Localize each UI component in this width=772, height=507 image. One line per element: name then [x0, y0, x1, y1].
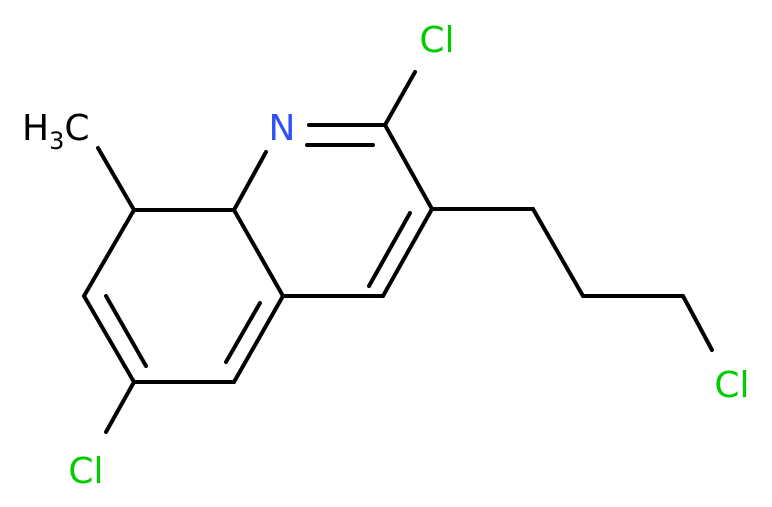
- atom-label-methyl: H3C: [22, 108, 90, 155]
- bond-c5-c4a-double: [224, 301, 262, 364]
- bond-c8a-n: [232, 150, 268, 212]
- bond-c5-c4a-single: [232, 294, 285, 384]
- bond-c2-c3: [383, 123, 434, 211]
- bond-c6-cl: [104, 380, 136, 434]
- methyl-c: C: [64, 108, 89, 149]
- bond-lines: [82, 70, 714, 434]
- atom-label-cl-bottom: Cl: [68, 451, 103, 492]
- methyl-h: H: [22, 108, 49, 149]
- bond-c3-c4-single: [381, 207, 434, 298]
- atom-label-cl-top: Cl: [419, 20, 454, 61]
- bond-chain-cl: [681, 294, 714, 352]
- bond-c8-methyl: [96, 146, 136, 212]
- bond-c8-c7: [82, 208, 136, 298]
- bond-c7-c6-double: [104, 294, 148, 368]
- atom-label-n: N: [269, 108, 296, 149]
- methyl-subscript: 3: [49, 127, 64, 155]
- bond-c7-c6-single: [82, 294, 136, 384]
- bond-c2-cl: [383, 70, 417, 127]
- bond-c4a-c8a: [232, 208, 285, 298]
- bond-c3-c4-double: [367, 211, 412, 288]
- atom-label-cl-right: Cl: [714, 365, 749, 406]
- bond-chain-2: [531, 207, 585, 298]
